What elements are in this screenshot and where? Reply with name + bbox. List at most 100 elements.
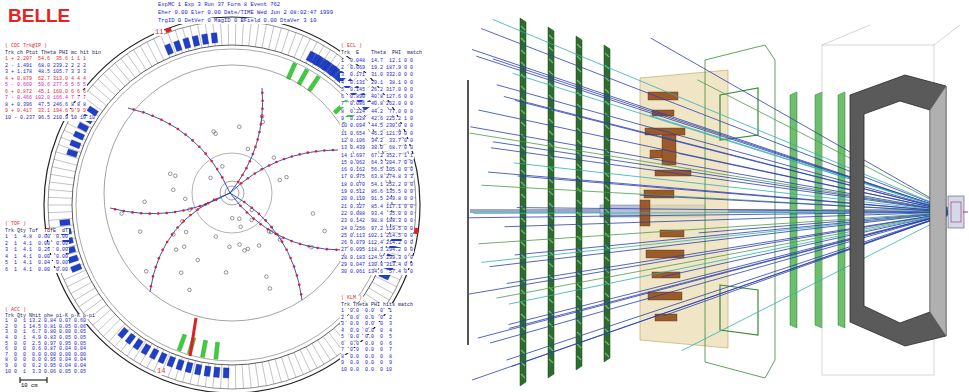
muon-pad <box>605 53 609 57</box>
muon-pad <box>577 260 581 264</box>
cdc-hit <box>243 249 247 253</box>
ecl-crystal-line <box>48 212 72 213</box>
track-point <box>275 161 278 164</box>
ecl-hit <box>67 255 78 264</box>
particle-track <box>470 133 955 212</box>
particle-track <box>490 212 955 267</box>
klm-table-row: 3 0.0 0.0 0 3 <box>340 322 393 327</box>
track-point <box>132 108 135 111</box>
ecl-table-row: 8 0.224 44.2 77.0 0 0 <box>340 110 414 115</box>
muon-pad <box>549 191 553 195</box>
acc-table-row: 5 0 0 2.5 0.97 0.95 0.05 <box>4 342 87 347</box>
klm-table-row: 9 0.0 0.0 0 9 <box>340 361 393 366</box>
muon-pad <box>605 185 609 189</box>
muon-pad <box>605 209 609 213</box>
cdc-hit <box>221 165 225 169</box>
track-point <box>260 123 263 126</box>
acc-table-row: 6 0 0 0.6 0.87 0.04 0.04 <box>4 347 87 352</box>
ecl-hit <box>60 219 71 226</box>
cdc-hit <box>138 230 142 234</box>
cdc-hit <box>144 269 148 273</box>
ecl-crystal-line <box>300 350 310 372</box>
track-point <box>261 115 264 118</box>
muon-pad <box>577 284 581 288</box>
acc-table-row: 10 0 1 3.3 0.06 0.05 0.05 <box>4 370 87 375</box>
muon-plate <box>520 18 526 386</box>
tracking-station <box>838 92 845 328</box>
ecl-crystal-line <box>262 24 266 48</box>
ecl-hit <box>319 59 329 70</box>
track-point <box>300 293 303 296</box>
tof-hit <box>297 68 309 85</box>
dipole-magnet <box>930 86 946 336</box>
muon-pad <box>521 158 525 162</box>
ecl-table-row: 2 0.069 19.2 187.9 0 0 <box>340 66 414 71</box>
ecl-table-row: 21 0.327 85.4 117.1 0 0 <box>340 205 414 210</box>
track-point <box>261 91 264 94</box>
track-point <box>215 199 218 202</box>
track-point <box>204 152 207 155</box>
ecl-hit <box>211 33 218 44</box>
ecl-hit <box>183 38 191 49</box>
muon-pad <box>549 179 553 183</box>
cdc-hit <box>228 245 232 249</box>
particle-track <box>488 172 955 212</box>
muon-pad <box>549 263 553 267</box>
particle-track <box>496 212 955 298</box>
track-point <box>298 153 301 156</box>
muon-pad <box>577 68 581 72</box>
ecl-table-row: 27 0.095 118.3 294.2 0 0 <box>340 248 414 253</box>
cdc-hit <box>212 130 216 134</box>
muon-pad <box>521 230 525 234</box>
muon-pad <box>549 335 553 339</box>
track-point <box>261 100 264 103</box>
track-point <box>122 210 125 213</box>
track-point <box>258 213 261 216</box>
cdc-hit <box>182 245 186 249</box>
muon-pad <box>605 125 609 129</box>
ecl-table-row: 11 0.654 46.2 121.9 0 0 <box>340 132 414 137</box>
ecl-crystal-line <box>88 91 107 106</box>
muon-pad <box>549 167 553 171</box>
track-point <box>315 150 318 153</box>
run-header: ExpMC 1 Exp 3 Run 37 Form 8 Event 762 <box>157 2 281 8</box>
ecl-crystal-line <box>255 23 259 47</box>
ecl-crystal-line <box>103 74 120 91</box>
cdc-track <box>150 193 230 292</box>
ecl-hit <box>311 54 321 65</box>
ecl-crystal-line <box>294 35 303 57</box>
particle-track <box>518 176 955 212</box>
cdc-table-row: 1 + 2.207 54.6 35.6 1 1 1 <box>4 57 87 62</box>
cdc-hit <box>265 275 269 279</box>
track-point <box>274 232 277 235</box>
track-point <box>150 285 153 288</box>
track-point <box>290 240 293 243</box>
ecl-table-row: 9 0.228 42.6 225.2 1 0 <box>340 117 414 122</box>
cdc-track <box>230 193 302 300</box>
ecl-crystal-line <box>48 205 72 206</box>
track-point <box>252 153 255 156</box>
cdc-hit <box>238 243 242 247</box>
ecl-crystal-line <box>269 26 274 49</box>
calorimeter-cell <box>648 292 682 300</box>
track-point <box>241 174 244 177</box>
track-point <box>148 212 151 215</box>
ecl-table-row: 29 0.047 130.8 313.4 0 0 <box>340 263 414 268</box>
track-point <box>189 214 192 217</box>
track-point <box>270 226 273 229</box>
cdc-track <box>110 193 230 214</box>
ecl-hit <box>326 64 336 75</box>
ecl-crystal-line <box>235 365 237 389</box>
acc-table-row: 7 0 0 0.0 0.00 0.00 0.00 <box>4 353 87 358</box>
scale-bar <box>47 377 48 383</box>
ecl-table-row: 24 0.256 97.2 119.5 0 0 <box>340 227 414 232</box>
cdc-hit <box>224 271 228 275</box>
cdc-hit <box>237 217 241 221</box>
track-point <box>245 167 248 170</box>
ecl-crystal-line <box>262 362 266 386</box>
cdc-table-row: 3 + 1.178 48.5 105.7 3 3 3 <box>4 70 87 75</box>
tof-hit <box>214 342 220 359</box>
muon-pad <box>577 44 581 48</box>
track-point <box>131 211 134 214</box>
ecl-hit <box>167 356 176 367</box>
